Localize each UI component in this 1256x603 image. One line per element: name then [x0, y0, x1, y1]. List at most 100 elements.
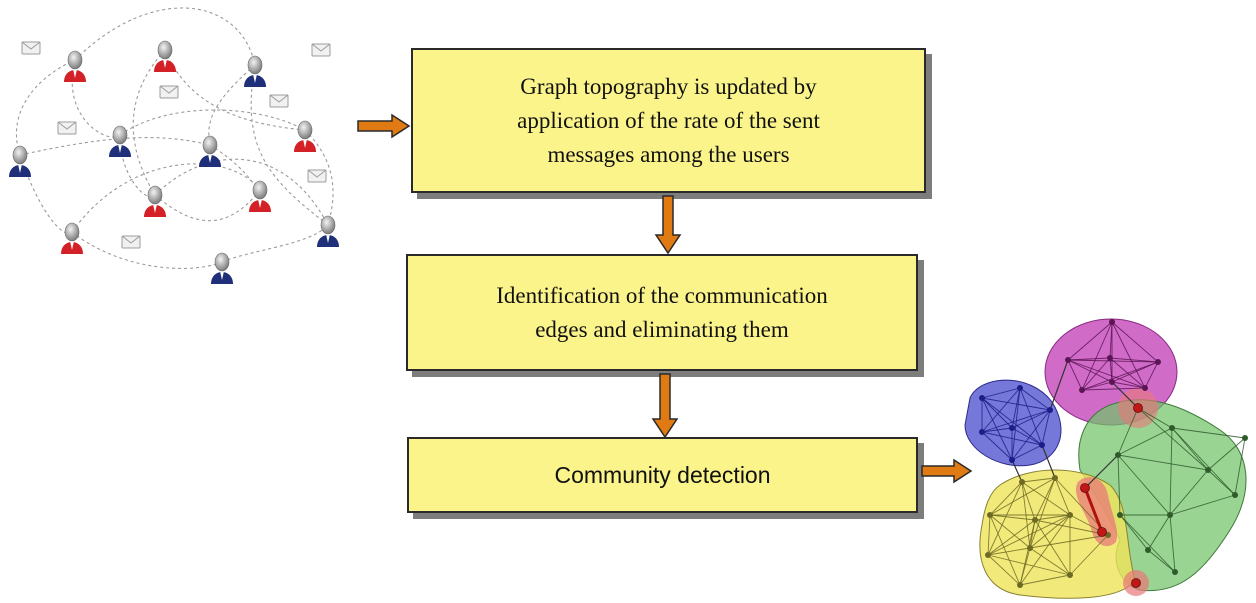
community-edge — [989, 514, 1021, 586]
community-node — [1067, 572, 1073, 578]
community-edge — [1067, 359, 1146, 389]
community-node — [1109, 379, 1115, 385]
community-edge — [1019, 387, 1051, 411]
community-edge — [989, 477, 1056, 516]
community-node — [1172, 569, 1178, 575]
community-node — [1107, 355, 1113, 361]
community-node — [1205, 467, 1211, 473]
community-edge — [1147, 549, 1176, 573]
community-node — [1009, 457, 1015, 463]
community-edge — [1117, 454, 1171, 516]
arrow-right-icon — [921, 458, 973, 484]
arrow-down-icon — [651, 373, 679, 439]
inter-community-edge — [1084, 454, 1119, 489]
community-node — [1017, 385, 1023, 391]
inter-community-edge — [1041, 444, 1056, 479]
community-node — [1017, 582, 1023, 588]
community-node — [1039, 442, 1045, 448]
community-edge — [1034, 514, 1071, 521]
overlap-node — [1080, 483, 1090, 493]
community-graph-illustration — [964, 318, 1248, 599]
overlap-edge — [1083, 487, 1104, 533]
community-edge — [981, 387, 1021, 433]
community-node — [1232, 492, 1238, 498]
inter-community-edge — [1049, 359, 1069, 411]
community-edge — [1117, 407, 1139, 456]
community-edge — [1011, 387, 1021, 461]
community-node — [1032, 517, 1038, 523]
community-edge — [1081, 361, 1159, 391]
user-icon — [61, 222, 83, 254]
community-edge — [1111, 381, 1146, 389]
community-edge — [1029, 547, 1071, 576]
community-edge — [981, 397, 1043, 446]
community-edge — [1029, 514, 1071, 549]
user-icon — [9, 145, 31, 177]
community-node — [987, 512, 993, 518]
user-icon — [109, 125, 131, 157]
community-node — [1117, 512, 1123, 518]
community-edge — [1111, 321, 1159, 363]
community-node — [1079, 387, 1085, 393]
community-node — [1019, 479, 1025, 485]
community-edge — [1021, 477, 1056, 483]
community-nodes — [979, 319, 1248, 588]
community-edge — [1034, 519, 1109, 536]
community-edge — [981, 397, 1013, 461]
arrow-down-icon — [654, 195, 682, 255]
community-node — [1047, 407, 1053, 413]
user-icon — [144, 185, 166, 217]
community-edge — [1207, 437, 1246, 471]
user-icon — [64, 50, 86, 82]
community-edge — [1011, 409, 1051, 461]
community-edge — [1081, 321, 1113, 391]
inter-community-edge — [1011, 459, 1023, 483]
user-icon — [154, 40, 176, 72]
community-node — [1009, 425, 1015, 431]
community-edge — [1029, 534, 1109, 549]
community-node — [1115, 452, 1121, 458]
community-edge — [987, 514, 1071, 556]
community-edge — [1234, 437, 1246, 496]
community-node — [1067, 512, 1073, 518]
community-edge — [1169, 469, 1209, 516]
community-edge — [1011, 409, 1051, 429]
community-node — [1167, 512, 1173, 518]
community-edge — [1147, 514, 1171, 551]
community-edge — [981, 397, 1051, 411]
community-edge — [1081, 381, 1113, 391]
community-edge — [1019, 574, 1071, 586]
user-icon — [294, 120, 316, 152]
step-text-edge-elimination: Identification of the communication edge… — [496, 282, 828, 342]
community-edge — [981, 397, 1013, 429]
community-edge — [1109, 357, 1113, 383]
community-edge — [1081, 357, 1111, 391]
community-edge — [1011, 387, 1021, 429]
community-edge — [987, 547, 1031, 556]
community-node — [1169, 425, 1175, 431]
arrow-right-icon — [357, 113, 411, 139]
community-edge — [1171, 427, 1246, 439]
community-node — [1052, 475, 1058, 481]
community-edge — [1041, 409, 1051, 446]
community-edge — [1019, 547, 1031, 586]
community-edge — [1067, 357, 1111, 361]
community-edge — [1029, 477, 1056, 549]
step-box-community-detection: Community detection — [407, 437, 918, 513]
community-edge — [1119, 514, 1149, 551]
community-edge — [1021, 481, 1071, 516]
community-node — [979, 395, 985, 401]
user-icons — [9, 40, 339, 284]
community-node — [1155, 359, 1161, 365]
user-icon — [317, 215, 339, 247]
overlap-node — [1133, 403, 1143, 413]
community-edge — [987, 554, 1021, 586]
user-icon — [249, 180, 271, 212]
inter-community-edge — [1111, 381, 1139, 409]
community-node — [1145, 547, 1151, 553]
community-node — [979, 429, 985, 435]
community-edge — [989, 514, 1036, 521]
step-box-graph-update: Graph topography is updated by applicati… — [411, 48, 926, 193]
community-edge — [989, 514, 1031, 549]
community-edge — [1169, 514, 1176, 573]
